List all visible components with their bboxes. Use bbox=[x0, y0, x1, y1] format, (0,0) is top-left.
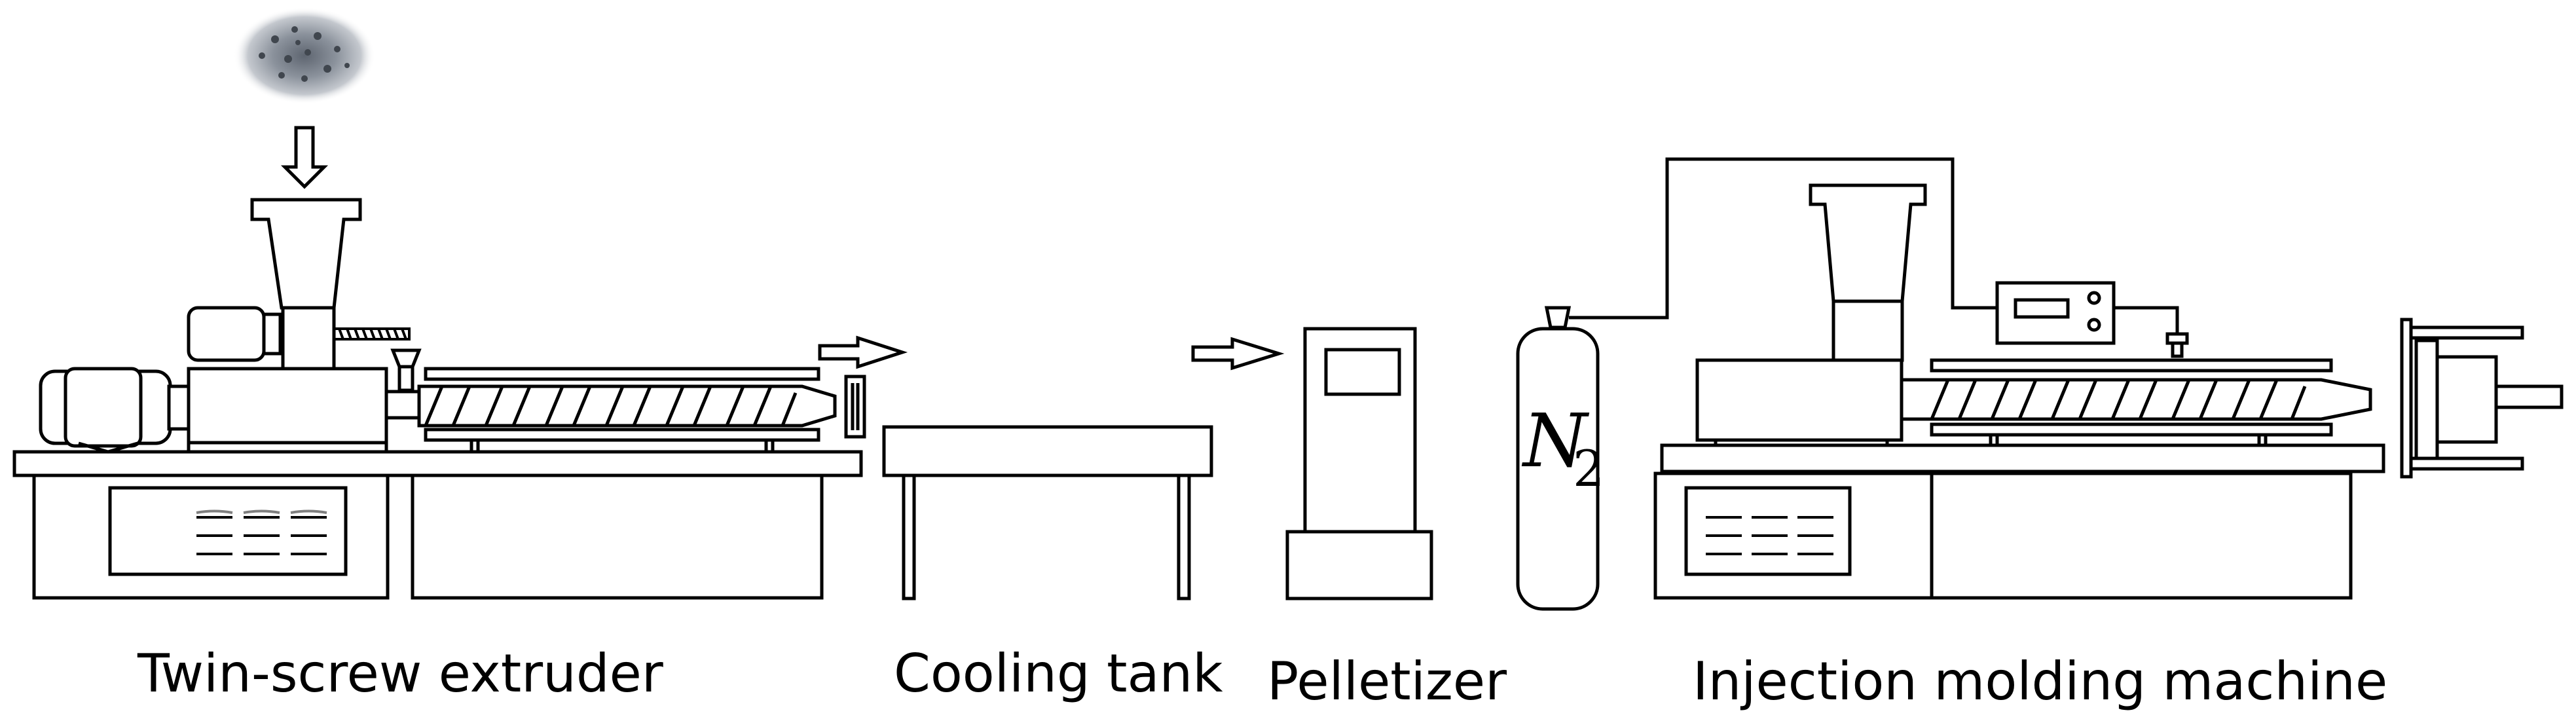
twin-screw-extruder bbox=[12, 198, 866, 600]
label-cooling-tank: Cooling tank bbox=[894, 643, 1223, 704]
nitrogen-cylinder: N 2 bbox=[1516, 306, 1604, 611]
injection-molding-machine bbox=[1653, 183, 2564, 600]
label-injection-molding-machine: Injection molding machine bbox=[1693, 651, 2387, 712]
raw-pellets-icon bbox=[234, 7, 375, 104]
gas-subscript: 2 bbox=[1573, 439, 1604, 498]
label-pelletizer: Pelletizer bbox=[1267, 651, 1507, 712]
flow-arrow-icon bbox=[818, 335, 908, 369]
flow-arrow-icon bbox=[1191, 337, 1285, 371]
gas-line bbox=[1569, 157, 1997, 320]
cooling-tank bbox=[882, 425, 1213, 600]
feed-arrow-icon bbox=[280, 126, 329, 189]
label-twin-screw-extruder: Twin-screw extruder bbox=[137, 643, 663, 704]
gas-symbol: N bbox=[1521, 399, 1590, 484]
pelletizer bbox=[1285, 327, 1433, 600]
